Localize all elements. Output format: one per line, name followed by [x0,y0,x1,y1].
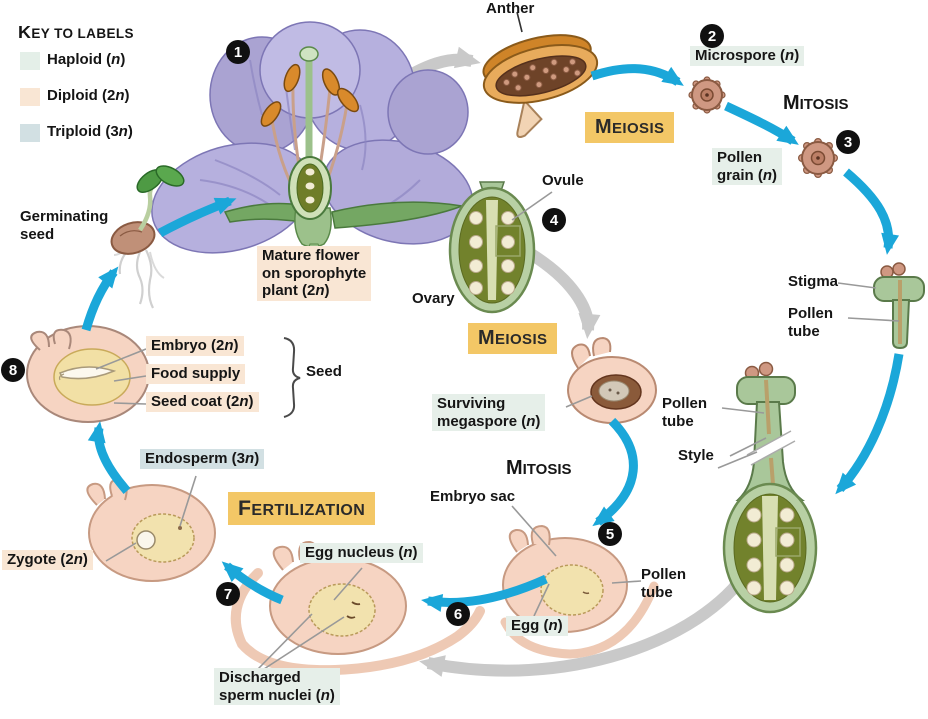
arrow-seedling-to-flower [157,196,237,237]
microspore-label: Microspore (n) [690,46,805,66]
egg-label: Egg (n) [506,616,568,636]
legend-diploid-label: Diploid (2n) [47,87,130,104]
diploid-swatch [20,88,40,106]
meiosis-anther-box: MEIOSIS [585,112,675,143]
germinating-seed-label: Germinating seed [20,208,109,243]
pollen-tube-style-label: Pollen tube [662,395,708,430]
ovary-label: Ovary [412,290,455,307]
step-badge-3: 3 [836,130,860,154]
step-badge-1: 1 [226,40,250,64]
arrow-zygote-to-seed [87,421,131,494]
step-badge-4: 4 [542,208,566,232]
anther-illustration [482,34,599,138]
legend-haploid-label: Haploid (n) [47,51,126,68]
flower-illustration [151,21,474,263]
seed-label: Seed [306,363,342,380]
mitosis-megaspore-text: MITOSIS [506,457,572,479]
ovary-pollinated-illustration [722,482,818,614]
fertilization-box: FERTILIZATION [228,492,376,525]
arrow-megaspore-to-embryo-sac [592,417,638,527]
legend-title: KEY TO LABELS [18,22,134,42]
embryo-sac-label: Embryo sac [430,488,516,505]
zygote-label: Zygote (2n) [2,550,93,570]
microspore-cell [688,76,726,114]
arrow-anther-to-microspore [590,64,684,86]
embryo-sac-illustration [500,524,659,659]
step-badge-5: 5 [598,522,622,546]
mitosis-pollen-text: MITOSIS [783,92,849,114]
arrow-ovary-to-fertilization [419,566,753,677]
surviving-megaspore-label: Surviving megaspore (n) [432,394,546,432]
stigma-illustration [873,262,925,350]
pollen-tube-stigma-label: Pollen tube [788,305,834,340]
haploid-swatch [20,52,40,70]
style-label: Style [678,447,714,464]
seed-illustration [26,325,150,423]
embryo-label: Embryo (2n) [146,336,244,356]
food-supply-label: Food supply [146,364,246,384]
stigma-label: Stigma [788,273,839,290]
arrow-microspore-to-pollen [724,101,799,145]
step-badge-6: 6 [446,602,470,626]
germinating-seed-illustration [110,165,185,309]
megaspore-illustration [567,336,657,424]
arrow-seed-to-seedling [81,266,119,332]
arrow-egg-to-zygote [221,561,284,605]
pointer-lines [95,11,900,670]
mature-flower-label: Mature flower on sporophyte plant (2n) [257,246,372,302]
arrow-ovary-to-megaspore [527,248,601,339]
blue-cycle-arrows [81,64,904,612]
triploid-swatch [20,124,40,142]
pollen-grain-cell [797,138,838,179]
ovule-label: Ovule [542,172,584,189]
step-badge-8: 8 [1,358,25,382]
pollen-grain-label: Pollen grain (n) [712,148,783,186]
step-badge-2: 2 [700,24,724,48]
step-badge-7: 7 [216,582,240,606]
legend-triploid-label: Triploid (3n) [47,123,133,140]
style-illustration [735,361,805,501]
discharged-sperm-nuclei-label: Discharged sperm nuclei (n) [214,668,340,706]
anther-label: Anther [486,0,535,17]
egg-nucleus-label: Egg nucleus (n) [300,543,423,563]
zygote-endosperm-illustration [86,478,216,582]
arrow-embryo-sac-to-egg [421,574,548,612]
seed-bracket [283,337,301,418]
endosperm-label: Endosperm (3n) [140,449,265,469]
arrow-stigma-to-ovary [835,353,904,495]
arrow-pollen-to-stigma [843,168,900,255]
seed-coat-label: Seed coat (2n) [146,392,259,412]
pollen-tube-embryo-sac-label: Pollen tube [641,566,687,601]
meiosis-ovule-box: MEIOSIS [468,323,558,354]
